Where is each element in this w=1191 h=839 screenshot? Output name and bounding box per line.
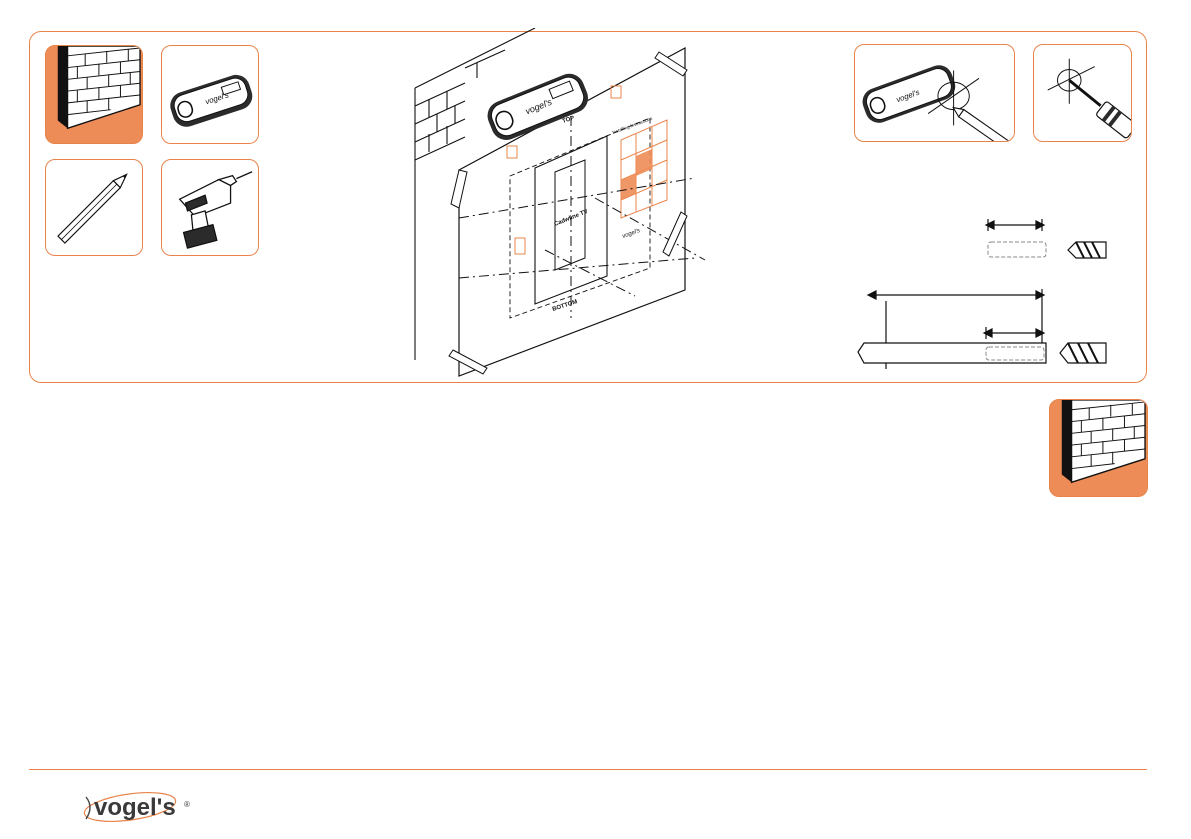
vogels-logo: vogel's ®	[80, 785, 195, 827]
brick-wall-next-step-icon	[1049, 399, 1148, 497]
drill-hole-icon	[1033, 44, 1132, 142]
logo-registered: ®	[184, 800, 190, 809]
mark-position-icon: vogel's	[854, 44, 1015, 142]
logo-wordmark: vogel's	[94, 794, 176, 821]
brick-wall-icon	[45, 45, 143, 144]
stud-finder-icon: vogel's	[161, 45, 259, 144]
template-illustration: TOP BOTTOM Cadwline TV vogel's Installin…	[395, 28, 725, 382]
drill-depth-diagram	[850, 205, 1125, 375]
drill-icon	[161, 159, 259, 256]
pencil-icon	[45, 159, 143, 256]
footer-divider	[29, 769, 1147, 770]
